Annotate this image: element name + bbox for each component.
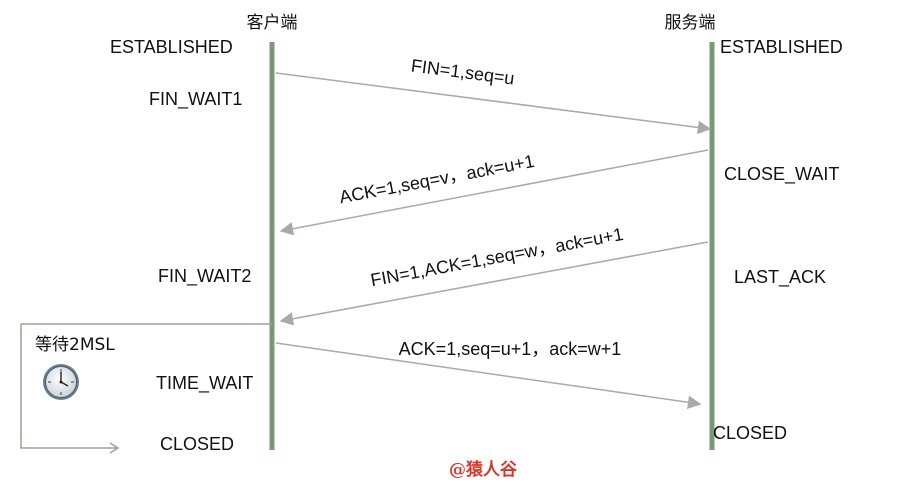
fin2-arrow	[279, 241, 709, 326]
ack1-label: ACK=1,seq=v，ack=u+1	[338, 151, 536, 207]
client-state-fin-wait1: FIN_WAIT1	[149, 89, 242, 110]
ack2-arrow	[275, 342, 702, 409]
wait-2msl-path	[20, 323, 272, 449]
clock-icon	[43, 364, 79, 400]
fin1-arrow	[275, 72, 712, 135]
server-state-close-wait: CLOSE_WAIT	[724, 164, 839, 185]
server-header: 服务端	[665, 13, 716, 33]
ack1-arrow	[279, 149, 709, 236]
client-state-fin-wait2: FIN_WAIT2	[158, 266, 251, 287]
server-state-last-ack: LAST_ACK	[734, 267, 826, 288]
client-state-closed: CLOSED	[160, 434, 234, 454]
ack2-label: ACK=1,seq=u+1，ack=w+1	[399, 339, 622, 359]
client-state-established: ESTABLISHED	[110, 37, 233, 57]
watermark: @猿人谷	[449, 459, 518, 480]
wait-2msl-arrowhead	[109, 442, 120, 454]
wait-2msl-label: 等待2MSL	[35, 335, 115, 355]
client-state-time-wait: TIME_WAIT	[156, 373, 253, 394]
client-header: 客户端	[247, 13, 298, 33]
server-state-established: ESTABLISHED	[720, 37, 843, 57]
server-state-closed: CLOSED	[713, 423, 787, 443]
fin1-label: FIN=1,seq=u	[410, 55, 516, 88]
